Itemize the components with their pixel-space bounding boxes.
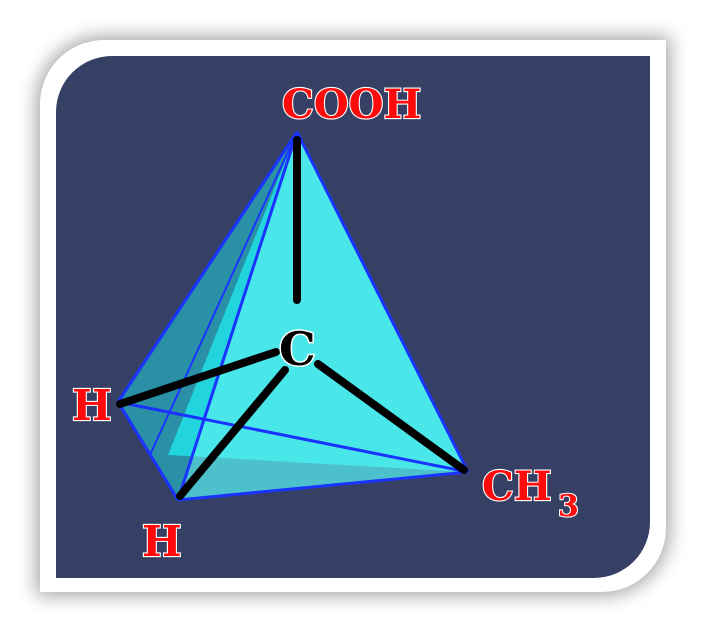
center-carbon-label: C xyxy=(279,322,316,376)
edge-top-left xyxy=(116,131,299,403)
tetrahedron-left-face xyxy=(118,132,297,500)
edge-inner-base xyxy=(149,454,179,501)
label-ch3-subscript: 3 xyxy=(558,489,579,524)
bonds xyxy=(116,136,468,500)
bond-c-h-left xyxy=(116,348,280,408)
bond-c-h-bottom xyxy=(176,366,289,500)
label-h-left: H xyxy=(72,381,112,430)
edge-top-bottom xyxy=(176,131,299,501)
edge-left-right xyxy=(117,400,469,474)
label-ch3: CH xyxy=(482,463,552,510)
edge-inner-top xyxy=(149,131,298,456)
tetrahedron-edges xyxy=(116,131,470,502)
label-cooh: COOH xyxy=(282,81,421,128)
bond-c-ch3 xyxy=(314,360,468,474)
label-h-bottom: H xyxy=(142,517,182,566)
edge-bottom-right xyxy=(177,470,469,502)
edge-top-right xyxy=(295,131,470,473)
